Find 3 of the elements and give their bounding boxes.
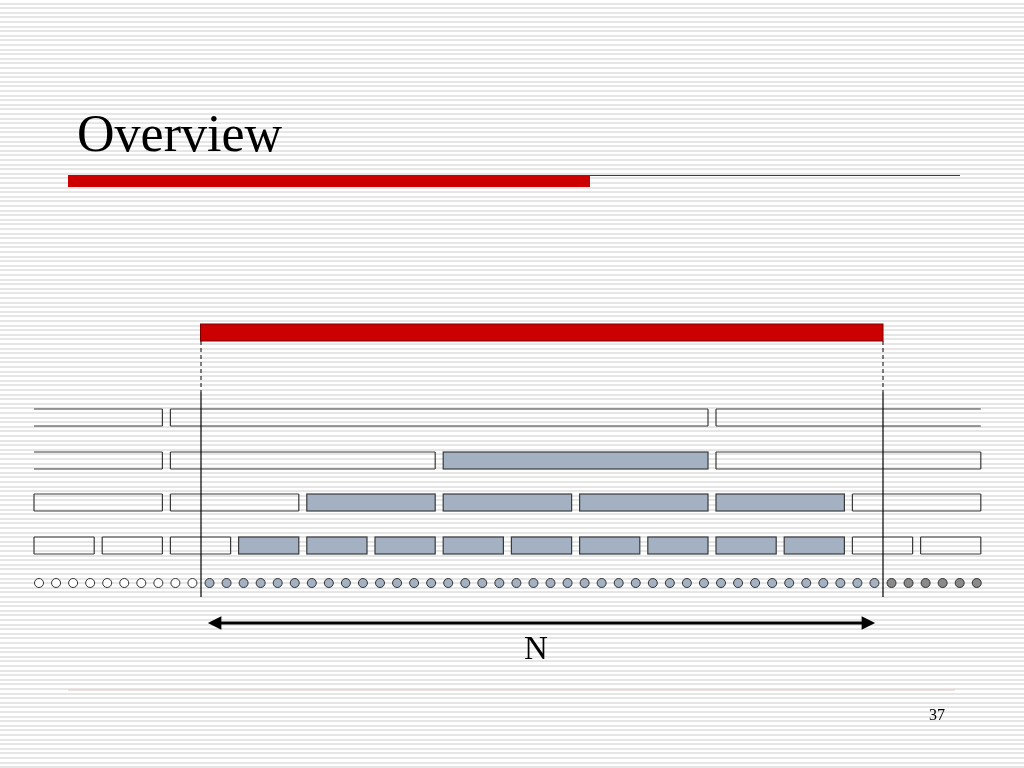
dimension-label: N <box>524 632 548 666</box>
page-number: 37 <box>929 706 945 723</box>
slide-title: Overview <box>77 108 283 161</box>
